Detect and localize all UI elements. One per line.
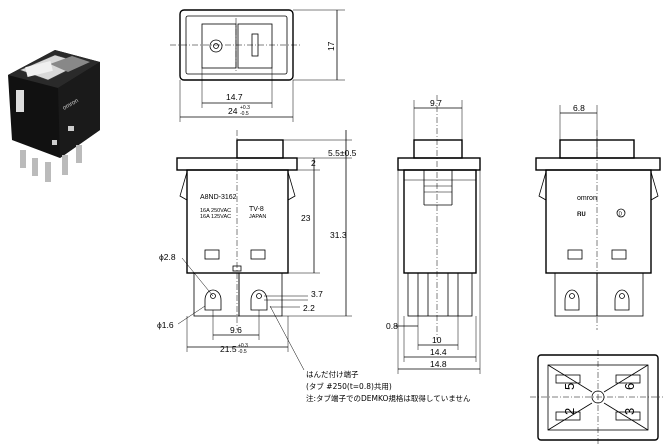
dim-cap-height: 5.5±0.5 [328, 148, 357, 158]
dim-side-overall: 14.8 [430, 359, 447, 369]
terminal-3: 3 [622, 408, 637, 415]
dim-pin-offset: 3.7 [311, 289, 323, 299]
top-view: 17 14.7 24 +0.3 -0.5 [170, 9, 345, 122]
notes: はんだ付け端子 (タブ #250(t=0.8)共用) 注:タブ端子でのDEMKO… [306, 369, 471, 403]
svg-text:D: D [619, 212, 623, 218]
note-line2: (タブ #250(t=0.8)共用) [306, 381, 392, 391]
terminal-6: 6 [622, 383, 637, 390]
note-line1: はんだ付け端子 [306, 369, 359, 379]
dim-pin-dia: ϕ1.6 [157, 320, 174, 330]
dim-top-height: 17 [326, 41, 336, 51]
dim-total-height: 31.3 [330, 230, 347, 240]
dim-step: 2 [311, 158, 316, 168]
dim-outer-width-tol-plus: +0.3 [240, 105, 250, 111]
label-model: A8ND-3162 [200, 194, 237, 201]
dim-button-width: 9.7 [430, 98, 442, 108]
dim-body-height: 23 [301, 213, 311, 223]
label-rating2: 16A 125VAC [200, 214, 231, 220]
terminal-5: 5 [562, 383, 577, 390]
right-side-view: omron 𝐑𝐔 D 6.8 [535, 103, 661, 330]
dim-base-width-tol-plus: +0.3 [238, 343, 248, 349]
label-tv: TV-8 [249, 206, 264, 213]
dim-base-width-tol-minus: -0.5 [238, 349, 247, 355]
dim-pin-offset2: 2.2 [303, 303, 315, 313]
front-view: A8ND-3162 16A 250VAC 16A 125VAC TV-8 JAP… [157, 130, 357, 371]
svg-text:𝐑𝐔: 𝐑𝐔 [577, 211, 586, 218]
dim-side-pitch: 10 [432, 335, 442, 345]
dim-side-width: 6.8 [573, 103, 585, 113]
dim-tab-thickness: 0.8 [386, 321, 398, 331]
side-view: 9.7 0.8 10 14.4 14.8 [386, 95, 481, 374]
switch-photo: omron [8, 50, 100, 182]
label-origin: JAPAN [249, 214, 266, 220]
dim-outer-width-tol-minus: -0.5 [240, 111, 249, 117]
dim-hole-dia: ϕ2.8 [159, 252, 176, 262]
label-brand: omron [577, 195, 597, 202]
dim-side-body: 14.4 [430, 347, 447, 357]
terminal-2: 2 [562, 408, 577, 415]
dim-outer-width: 24 [228, 106, 238, 116]
dim-pitch: 9.6 [230, 325, 242, 335]
bottom-view: 5 6 2 3 [530, 350, 663, 445]
dim-base-width: 21.5 [220, 344, 237, 354]
dim-inner-width: 14.7 [226, 92, 243, 102]
label-rating1: 16A 250VAC [200, 208, 231, 214]
note-line3: 注:タブ端子でのDEMKO規格は取得していません [306, 393, 471, 403]
